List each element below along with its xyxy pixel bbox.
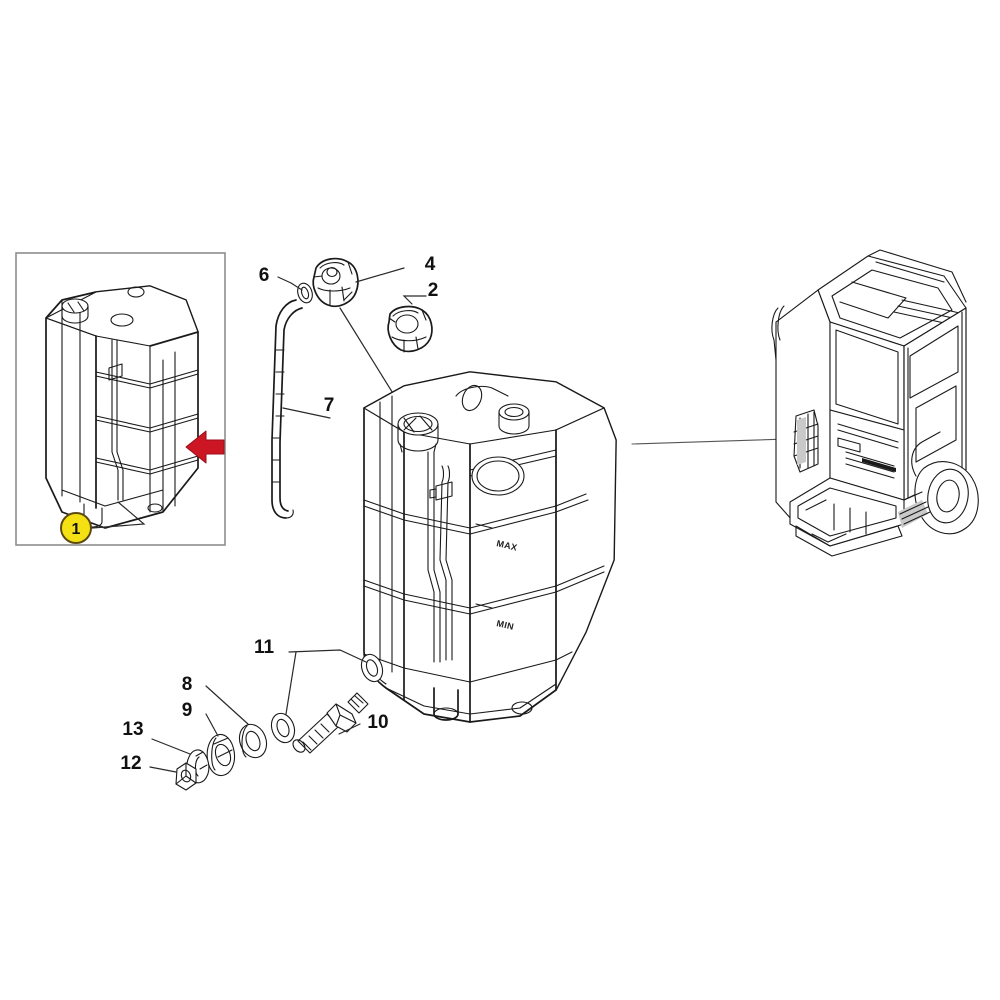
callout-label-13: 13 [122, 719, 143, 740]
part-10-level-sensor [292, 692, 369, 754]
leader-9 [205, 713, 219, 737]
leader-4 [355, 267, 405, 283]
callout-label-12: 12 [120, 753, 141, 774]
tank-front-port [471, 456, 525, 496]
inset-tank-drawing [45, 285, 199, 529]
truck-mounted-tank-detail [793, 409, 819, 473]
truck-wheel [911, 431, 979, 535]
badge-circle-1 [60, 512, 92, 544]
callout-label-2: 2 [428, 280, 439, 301]
callout-label-11: 11 [254, 637, 275, 658]
part-11-sealing-rings [270, 653, 384, 744]
coolant-expansion-tank: MAX MIN [363, 371, 617, 723]
part-2-cap [387, 305, 433, 353]
tank-bottom-outlet [433, 687, 459, 721]
part-8-washer [238, 723, 268, 759]
badge-label-1: 1 [72, 521, 81, 538]
red-pointer-arrow [185, 430, 225, 464]
part-12-nut [175, 762, 197, 791]
leader-11b [285, 651, 297, 715]
leader-8 [205, 685, 249, 725]
leader-11a [288, 649, 367, 663]
leader-2 [402, 295, 427, 305]
callout-label-7: 7 [324, 395, 335, 416]
callout-label-6: 6 [259, 265, 270, 286]
part-7-overflow-hose [271, 299, 303, 519]
leader-10 [338, 723, 361, 735]
callout-label-10: 10 [367, 712, 388, 733]
callout-badge-1: 1 [60, 501, 146, 544]
leader-12 [149, 766, 177, 773]
level-label-max: MAX [496, 538, 519, 553]
level-label-min: MIN [496, 618, 515, 632]
callout-label-9: 9 [182, 700, 193, 721]
part-4-filler-cap [312, 257, 359, 308]
callout-label-8: 8 [182, 674, 193, 695]
inset-panel: 1 [15, 252, 226, 546]
truck-cab-illustration [771, 249, 979, 557]
leader-13 [151, 738, 191, 755]
tank-small-boss [498, 403, 530, 435]
callout-label-4: 4 [425, 254, 436, 275]
part-9-bush [206, 733, 236, 777]
leader-7 [282, 407, 331, 419]
part-6-seal-ring [277, 276, 313, 304]
tank-filler-neck [397, 412, 439, 453]
